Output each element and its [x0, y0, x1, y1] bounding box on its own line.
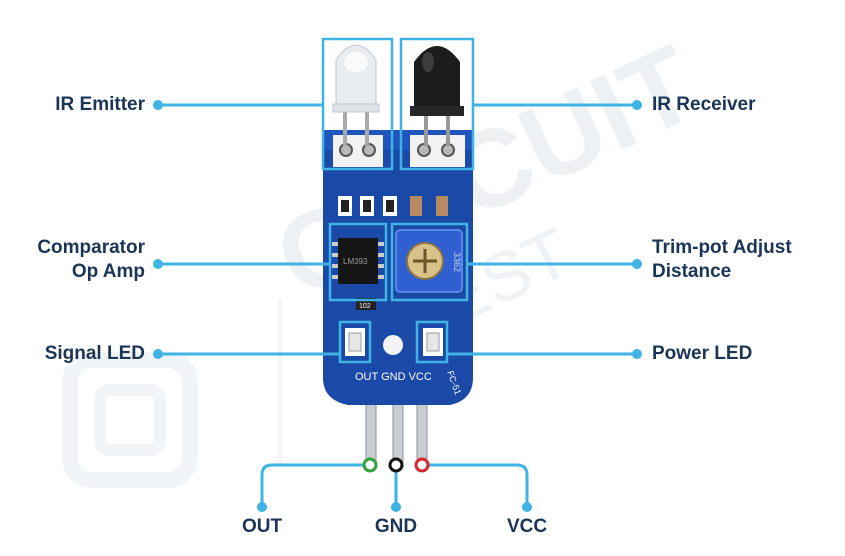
label-power-led: Power LED: [652, 342, 752, 366]
label-vcc: VCC: [487, 515, 567, 539]
label-out: OUT: [222, 515, 302, 539]
chip-marking: LM393: [343, 257, 368, 266]
header-silkscreen-text: OUT GND VCC: [355, 371, 432, 383]
out-pin-marker: [364, 459, 376, 471]
resistor-marking: 102: [359, 303, 371, 310]
label-comparator: Comparator: [0, 236, 145, 260]
label-ir-emitter: IR Emitter: [10, 93, 145, 117]
signal-led: [345, 328, 365, 356]
label-op-amp: Op Amp: [0, 260, 145, 284]
label-ir-receiver: IR Receiver: [652, 93, 756, 117]
label-trimpot: Trim-pot Adjust: [652, 236, 792, 260]
trim-pot: 3362: [396, 230, 462, 292]
label-distance: Distance: [652, 260, 731, 284]
vcc-pin-marker: [416, 459, 428, 471]
label-gnd: GND: [356, 515, 436, 539]
gnd-pin-marker: [390, 459, 402, 471]
comparator-chip: LM393: [332, 238, 384, 284]
watermark-logo: [70, 300, 280, 480]
pot-marking: 3362: [452, 252, 462, 272]
power-led: [423, 328, 443, 356]
label-signal-led: Signal LED: [0, 342, 145, 366]
